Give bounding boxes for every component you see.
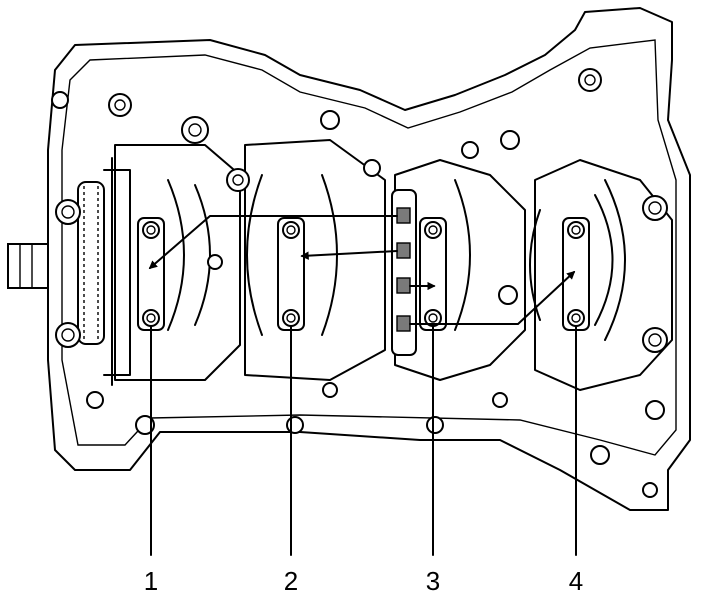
block-bolts: [51, 68, 668, 498]
callout-1: 1: [144, 566, 158, 596]
strip-markers: [396, 207, 411, 332]
bearing-bay-1: [114, 144, 241, 381]
callout-3: 3: [426, 566, 440, 596]
block-outline: [47, 7, 691, 511]
bearing-bay-3: [394, 159, 526, 381]
timing-gear: [77, 181, 105, 345]
plastigage-strip: [391, 189, 417, 356]
callout-2: 2: [284, 566, 298, 596]
installation-arrows: [148, 215, 576, 325]
bearing-bay-4: [534, 159, 673, 391]
callout-4: 4: [569, 566, 583, 596]
crankshaft-end: [7, 243, 49, 289]
arrow-to-bearing-4: [409, 270, 576, 325]
arrow-to-bearing-1: [148, 215, 398, 270]
block-inner-rim: [61, 39, 677, 456]
arrow-to-bearing-2: [300, 250, 398, 260]
bearing-bay-2: [244, 139, 386, 381]
